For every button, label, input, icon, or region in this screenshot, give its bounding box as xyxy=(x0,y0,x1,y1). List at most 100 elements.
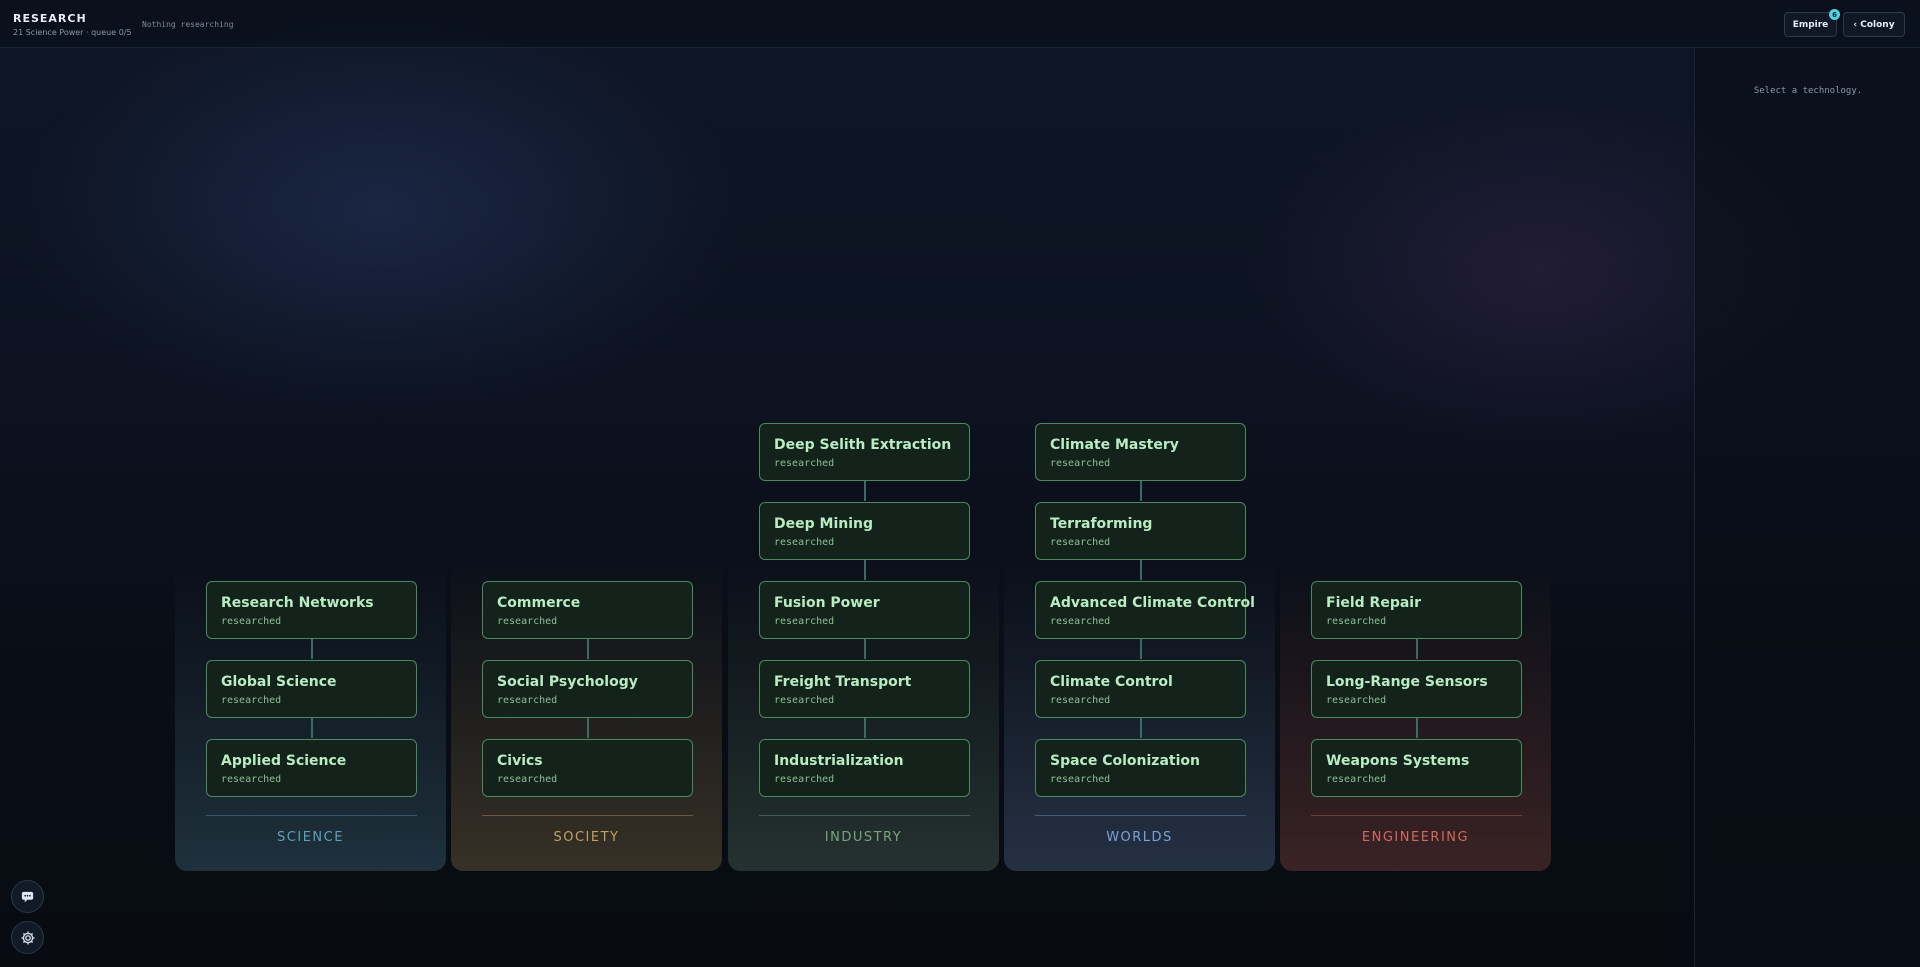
tech-card[interactable]: Fusion Power researched xyxy=(759,581,970,639)
tech-card[interactable]: Deep Selith Extraction researched xyxy=(759,423,970,481)
tech-card[interactable]: Civics researched xyxy=(482,739,693,797)
tech-name: Weapons Systems xyxy=(1326,753,1470,769)
tech-card[interactable]: Commerce researched xyxy=(482,581,693,639)
column-label: WORLDS xyxy=(1106,830,1173,845)
tech-card[interactable]: Applied Science researched xyxy=(206,739,417,797)
tech-card[interactable]: Space Colonization researched xyxy=(1035,739,1246,797)
column-label: SCIENCE xyxy=(277,830,344,845)
tech-name: Research Networks xyxy=(221,595,374,611)
settings-button[interactable] xyxy=(11,921,44,954)
empire-button[interactable]: Empire xyxy=(1784,12,1837,37)
tech-card[interactable]: Climate Mastery researched xyxy=(1035,423,1246,481)
tech-status: researched xyxy=(497,695,558,706)
tech-name: Advanced Climate Control xyxy=(1050,595,1255,611)
tech-name: Long-Range Sensors xyxy=(1326,674,1488,690)
tech-connector xyxy=(864,718,866,738)
tech-name: Climate Mastery xyxy=(1050,437,1179,453)
tech-card[interactable]: Long-Range Sensors researched xyxy=(1311,660,1522,718)
tech-connector xyxy=(1140,718,1142,738)
tech-card[interactable]: Industrialization researched xyxy=(759,739,970,797)
tech-name: Fusion Power xyxy=(774,595,880,611)
tech-connector xyxy=(864,560,866,580)
tech-connector xyxy=(864,481,866,501)
tech-name: Global Science xyxy=(221,674,337,690)
tech-connector xyxy=(1416,718,1418,738)
tech-status: researched xyxy=(1050,695,1111,706)
tech-status: researched xyxy=(1326,774,1387,785)
tech-status: researched xyxy=(774,616,835,627)
empire-notification-badge: 6 xyxy=(1829,9,1840,20)
tech-status: researched xyxy=(774,774,835,785)
tech-name: Freight Transport xyxy=(774,674,912,690)
top-bar: RESEARCH 21 Science Power · queue 0/5 No… xyxy=(0,0,1920,48)
tech-status: researched xyxy=(1050,458,1111,469)
column-divider xyxy=(1311,815,1522,816)
tech-card[interactable]: Climate Control researched xyxy=(1035,660,1246,718)
tech-card[interactable]: Terraforming researched xyxy=(1035,502,1246,560)
tech-status: researched xyxy=(497,616,558,627)
tech-connector xyxy=(864,639,866,659)
tech-card[interactable]: Social Psychology researched xyxy=(482,660,693,718)
tech-status: researched xyxy=(1050,616,1111,627)
tech-detail-panel: Select a technology. xyxy=(1694,48,1920,967)
tech-status: researched xyxy=(221,695,282,706)
tech-connector xyxy=(311,639,313,659)
tech-name: Applied Science xyxy=(221,753,347,769)
tech-card[interactable]: Freight Transport researched xyxy=(759,660,970,718)
tech-card[interactable]: Global Science researched xyxy=(206,660,417,718)
gear-icon xyxy=(21,931,34,944)
column-label: INDUSTRY xyxy=(824,830,903,845)
tech-status: researched xyxy=(497,774,558,785)
tech-card[interactable]: Weapons Systems researched xyxy=(1311,739,1522,797)
tech-card[interactable]: Deep Mining researched xyxy=(759,502,970,560)
tech-name: Deep Selith Extraction xyxy=(774,437,952,453)
column-divider xyxy=(206,815,417,816)
tech-status: researched xyxy=(221,774,282,785)
tech-connector xyxy=(1140,560,1142,580)
tech-status: researched xyxy=(1326,695,1387,706)
tech-status: researched xyxy=(774,695,835,706)
tech-status: researched xyxy=(774,458,835,469)
column-label: SOCIETY xyxy=(553,830,620,845)
tech-name: Terraforming xyxy=(1050,516,1153,532)
tech-name: Commerce xyxy=(497,595,581,611)
tech-connector xyxy=(587,639,589,659)
tech-name: Space Colonization xyxy=(1050,753,1200,769)
tech-name: Civics xyxy=(497,753,543,769)
tech-connector xyxy=(1416,639,1418,659)
column-label: ENGINEERING xyxy=(1361,830,1470,845)
column-divider xyxy=(759,815,970,816)
tech-connector xyxy=(587,718,589,738)
tech-status: researched xyxy=(1050,537,1111,548)
page-title: RESEARCH xyxy=(13,12,87,25)
colony-button[interactable]: ‹ Colony xyxy=(1843,12,1905,37)
column-divider xyxy=(482,815,693,816)
tech-card[interactable]: Field Repair researched xyxy=(1311,581,1522,639)
tech-status: researched xyxy=(221,616,282,627)
tech-name: Climate Control xyxy=(1050,674,1173,690)
research-status: Nothing researching xyxy=(142,20,234,29)
tech-name: Industrialization xyxy=(774,753,904,769)
tech-connector xyxy=(311,718,313,738)
tech-status: researched xyxy=(774,537,835,548)
science-summary: 21 Science Power · queue 0/5 xyxy=(13,28,132,37)
column-divider xyxy=(1035,815,1246,816)
tech-name: Field Repair xyxy=(1326,595,1421,611)
chat-button[interactable] xyxy=(11,880,44,913)
tech-status: researched xyxy=(1326,616,1387,627)
tech-name: Deep Mining xyxy=(774,516,873,532)
tech-card[interactable]: Advanced Climate Control researched xyxy=(1035,581,1255,639)
tech-connector xyxy=(1140,639,1142,659)
tech-name: Social Psychology xyxy=(497,674,638,690)
tech-status: researched xyxy=(1050,774,1111,785)
tech-detail-placeholder: Select a technology. xyxy=(1753,86,1863,96)
tech-card[interactable]: Research Networks researched xyxy=(206,581,417,639)
tech-connector xyxy=(1140,481,1142,501)
chat-icon xyxy=(21,891,34,903)
